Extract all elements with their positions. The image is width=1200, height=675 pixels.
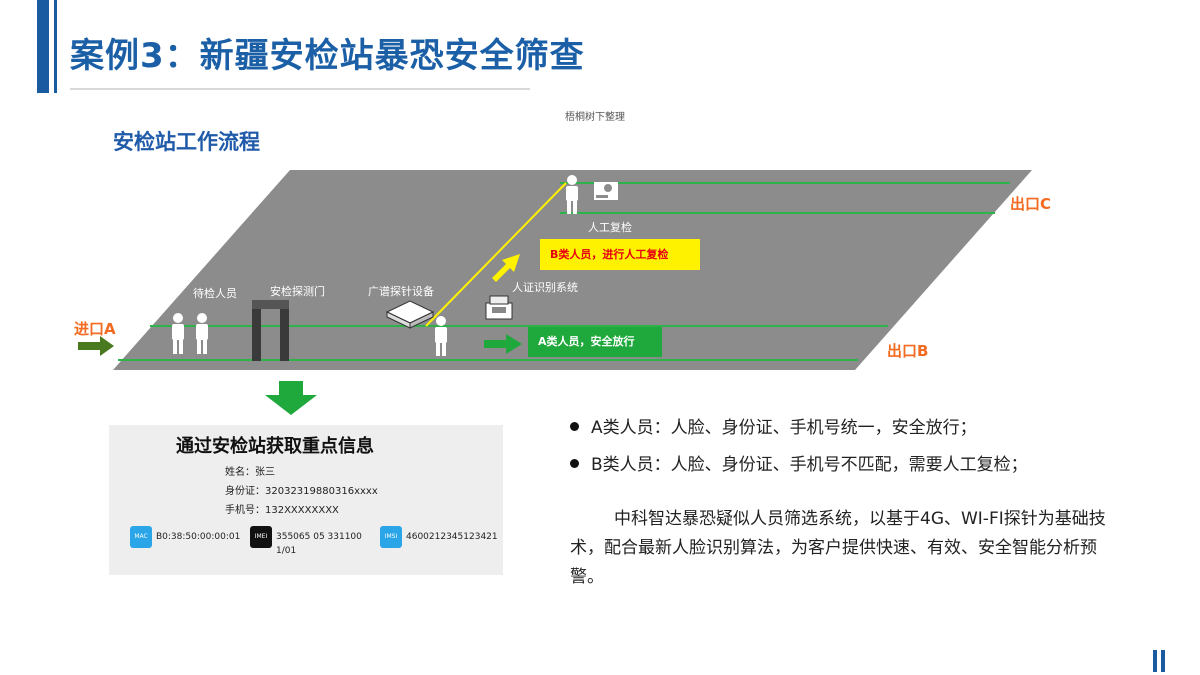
info-name: 姓名：张三 [225, 467, 275, 478]
info-card [109, 425, 503, 575]
a-flow-arrow-icon [484, 334, 522, 354]
entrance-arrow-icon [78, 336, 114, 356]
id-terminal-icon [485, 295, 513, 320]
exit-b-label: 出口B [887, 342, 929, 360]
down-arrow-icon [265, 381, 317, 415]
b-flow-arrow-icon [492, 254, 520, 282]
probe-device-icon [385, 300, 435, 329]
id-system-label: 人证识别系统 [512, 281, 578, 294]
imei-value-line2: 1/01 [276, 546, 297, 556]
info-phone: 手机号：132XXXXXXXX [225, 505, 339, 516]
exit-c-label: 出口C [1010, 195, 1052, 213]
imei-value: 355065 05 331100 [276, 532, 362, 542]
manual-recheck-label: 人工复检 [588, 221, 632, 234]
probe-label: 广谱探针设备 [368, 285, 434, 298]
detector-gate-label: 安检探测门 [270, 285, 325, 298]
info-id-card: 身份证：32032319880316xxxx [225, 486, 378, 497]
a-class-box: A类人员，安全放行 [528, 327, 662, 357]
road-surface [113, 170, 1032, 370]
info-heading: 通过安检站获取重点信息 [176, 436, 374, 457]
recheck-path-line [425, 182, 567, 327]
mac-value: B0:38:50:00:00:01 [156, 532, 241, 542]
officer-icon [594, 182, 618, 200]
waiting-label: 待检人员 [193, 287, 237, 300]
mac-icon: MAC [130, 526, 152, 548]
imsi-value: 46002123451234­21 [406, 532, 498, 542]
bullet-b: B类人员：人脸、身份证、手机号不匹配，需要人工复检； [570, 450, 1028, 475]
b-class-box: B类人员，进行人工复检 [540, 239, 700, 270]
title-accent-bar [37, 0, 49, 93]
description-paragraph: 中科智达暴恐疑似人员筛选系统，以基于4G、WI-FI探针为基础技术，配合最新人脸… [570, 505, 1130, 592]
sim-card-icon: IMSI [380, 526, 402, 548]
detector-gate-icon [252, 300, 289, 361]
recheck-person-icon [566, 175, 578, 214]
bullet-dot-icon [570, 421, 579, 431]
source-note: 梧桐树下整理 [565, 112, 625, 123]
waiting-person-icon [172, 313, 184, 354]
imei-icon: IMEI [250, 526, 272, 548]
bullet-a-text: A类人员：人脸、身份证、手机号统一，安全放行； [591, 418, 977, 438]
waiting-person-icon [196, 313, 208, 354]
corner-mark-icon [1153, 650, 1165, 672]
section-subtitle: 安检站工作流程 [113, 130, 260, 154]
person-icon [435, 316, 447, 356]
page-title: 案例3：新疆安检站暴恐安全筛查 [70, 36, 585, 76]
bullet-dot-icon [570, 458, 579, 468]
entrance-a-label: 进口A [74, 320, 116, 338]
bullet-a: A类人员：人脸、身份证、手机号统一，安全放行； [570, 413, 977, 438]
description-text: 中科智达暴恐疑似人员筛选系统，以基于4G、WI-FI探针为基础技术，配合最新人脸… [570, 509, 1106, 587]
title-accent-bar-thin [54, 0, 57, 93]
bullet-b-text: B类人员：人脸、身份证、手机号不匹配，需要人工复检； [591, 455, 1028, 475]
title-divider [70, 88, 530, 90]
